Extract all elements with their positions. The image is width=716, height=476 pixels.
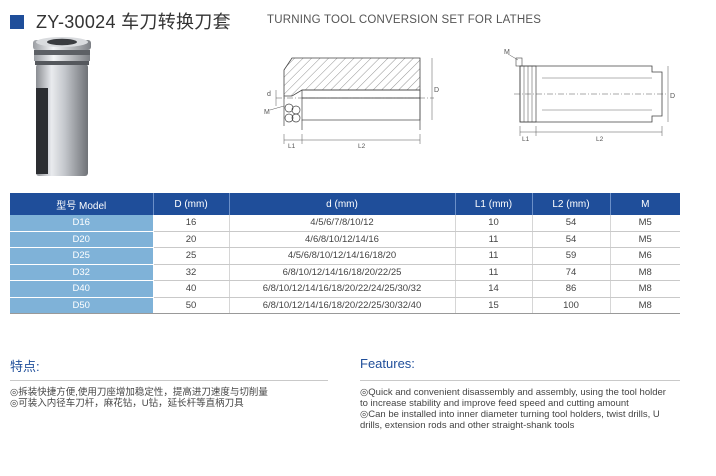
label-M-right: M (504, 49, 510, 56)
label-L1: L1 (288, 143, 296, 150)
column-header-D: D (mm) (153, 193, 230, 215)
features-cn-heading: 特点: (10, 359, 40, 374)
label-D-right: D (670, 93, 675, 100)
features-cn-line: ◎拆装快捷方便,使用刀座增加稳定性，提高进刀速度与切削量 (10, 387, 268, 398)
cell-L2: 54 (532, 231, 611, 248)
spec-table: 型号 Model D (mm) d (mm) L1 (mm) L2 (mm) M… (10, 193, 680, 314)
table-row: D25 25 4/5/6/8/10/12/14/16/18/20 11 59 M… (10, 247, 680, 265)
title-square-icon (10, 15, 24, 29)
cell-L2: 86 (532, 280, 611, 298)
features-en-line: ◎Can be installed into inner diameter tu… (360, 409, 660, 420)
table-row: D20 20 4/6/8/10/12/14/16 11 54 M5 (10, 231, 680, 248)
label-d: d (267, 91, 271, 98)
cell-M: M8 (610, 280, 680, 298)
features-en-line: to increase stability and improve feed s… (360, 398, 629, 409)
cell-d: 6/8/10/12/14/16/18/20/22/25/30/32/40 (229, 297, 456, 314)
table-row: D32 32 6/8/10/12/14/16/18/20/22/25 11 74… (10, 264, 680, 281)
column-header-L1: L1 (mm) (455, 193, 533, 215)
features-cn-section: 特点: ◎拆装快捷方便,使用刀座增加稳定性，提高进刀速度与切削量 ◎可装入内径车… (10, 356, 330, 409)
cell-model: D20 (10, 231, 154, 248)
page-subtitle: TURNING TOOL CONVERSION SET FOR LATHES (267, 14, 542, 26)
cell-L1: 11 (455, 247, 533, 265)
features-en-text: ◎Quick and convenient disassembly and as… (360, 387, 666, 431)
label-M: M (264, 109, 270, 116)
column-header-model: 型号 Model (10, 193, 154, 215)
cell-model: D16 (10, 215, 154, 232)
column-header-d: d (mm) (229, 193, 456, 215)
features-en-line: drills, extension rods and other straigh… (360, 420, 575, 431)
outline-drawing: M D L1 L2 (504, 49, 675, 143)
label-D: D (434, 87, 439, 94)
page-title: ZY-30024 车刀转换刀套 (36, 12, 231, 32)
cross-section-drawing: d D M L1 L2 (264, 57, 439, 150)
cell-model: D25 (10, 247, 154, 265)
features-cn-line: ◎可装入内径车刀杆，麻花钻，U钻，延长杆等直柄刀具 (10, 398, 244, 409)
cell-d: 4/6/8/10/12/14/16 (229, 231, 456, 248)
product-photo (33, 37, 91, 176)
cell-d: 4/5/6/7/8/10/12 (229, 215, 456, 232)
cell-M: M8 (610, 297, 680, 314)
cell-M: M5 (610, 215, 680, 232)
cell-M: M6 (610, 247, 680, 265)
page-header: ZY-30024 车刀转换刀套 TURNING TOOL CONVERSION … (10, 6, 710, 34)
cell-L2: 74 (532, 264, 611, 281)
cell-L1: 15 (455, 297, 533, 314)
label-L2: L2 (358, 143, 366, 150)
cell-d: 6/8/10/12/14/16/18/20/22/24/25/30/32 (229, 280, 456, 298)
table-row: D16 16 4/5/6/7/8/10/12 10 54 M5 (10, 215, 680, 232)
features-en-heading: Features: (360, 356, 415, 371)
column-header-L2: L2 (mm) (532, 193, 611, 215)
cell-D: 20 (153, 231, 230, 248)
cell-model: D32 (10, 264, 154, 281)
column-header-M: M (610, 193, 680, 215)
features-en-section: Features: ◎Quick and convenient disassem… (360, 356, 700, 431)
features-en-line: ◎Quick and convenient disassembly and as… (360, 387, 666, 398)
cell-model: D40 (10, 280, 154, 298)
cell-L1: 10 (455, 215, 533, 232)
cell-D: 40 (153, 280, 230, 298)
cell-D: 25 (153, 247, 230, 265)
features-en-divider (360, 380, 680, 381)
cell-model: D50 (10, 297, 154, 314)
cell-M: M8 (610, 264, 680, 281)
cell-M: M5 (610, 231, 680, 248)
cell-L1: 11 (455, 264, 533, 281)
cell-L2: 100 (532, 297, 611, 314)
table-header-row: 型号 Model D (mm) d (mm) L1 (mm) L2 (mm) M (10, 193, 680, 215)
label-L2-right: L2 (596, 136, 604, 143)
label-L1-right: L1 (522, 136, 530, 143)
table-row: D50 50 6/8/10/12/14/16/18/20/22/25/30/32… (10, 297, 680, 314)
cell-L1: 11 (455, 231, 533, 248)
features-cn-text: ◎拆装快捷方便,使用刀座增加稳定性，提高进刀速度与切削量 ◎可装入内径车刀杆，麻… (10, 387, 268, 409)
cell-D: 50 (153, 297, 230, 314)
features-cn-divider (10, 380, 328, 381)
cell-L2: 54 (532, 215, 611, 232)
cell-D: 16 (153, 215, 230, 232)
table-row: D40 40 6/8/10/12/14/16/18/20/22/24/25/30… (10, 280, 680, 298)
cell-L2: 59 (532, 247, 611, 265)
cell-L1: 14 (455, 280, 533, 298)
cell-D: 32 (153, 264, 230, 281)
cell-d: 6/8/10/12/14/16/18/20/22/25 (229, 264, 456, 281)
cell-d: 4/5/6/8/10/12/14/16/18/20 (229, 247, 456, 265)
